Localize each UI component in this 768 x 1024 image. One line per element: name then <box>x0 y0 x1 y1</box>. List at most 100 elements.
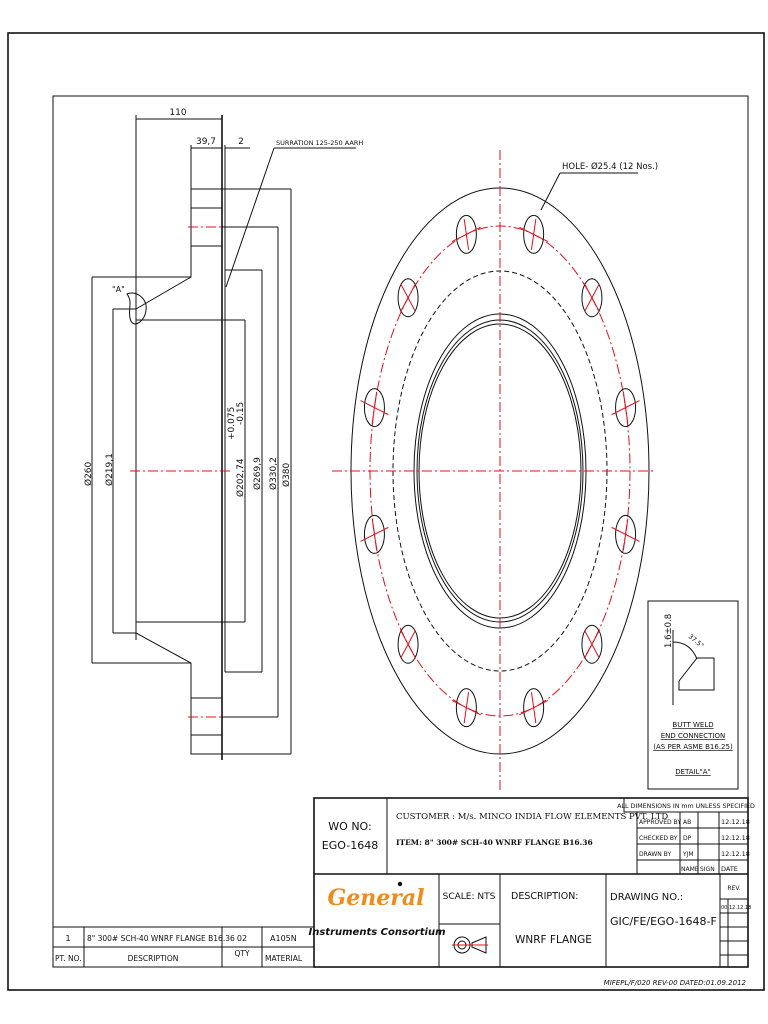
dim-flange-thickness: 39,7 <box>196 137 216 147</box>
hole-tangent-centerline <box>451 699 481 716</box>
role: CHECKED BY <box>639 835 678 842</box>
hole-tangent-centerline <box>622 518 629 551</box>
rev-label: REV. <box>727 885 740 892</box>
detail-line-3: (AS PER ASME B16.25) <box>653 743 733 751</box>
part-description: 8" 300# SCH-40 WNRF FLANGE B16.36 <box>87 934 235 943</box>
dimensions-note: ALL DIMENSIONS IN mm UNLESS SPECIFIED <box>617 803 755 810</box>
header-material: MATERIAL <box>265 954 303 963</box>
drawing-number: GIC/FE/EGO-1648-F <box>610 915 717 928</box>
bolt-hole-outline <box>455 214 477 254</box>
detail-a-marker <box>126 292 147 325</box>
detail-a-ref: "A" <box>112 285 125 294</box>
detail-line-2: END CONNECTION <box>661 732 726 740</box>
date: 12.12.18 <box>721 850 750 858</box>
approval-row-drawn: DRAWN BY YJM 12.12.18 <box>639 850 750 858</box>
hole-tangent-centerline <box>583 629 600 659</box>
dim-od: Ø380 <box>281 462 292 487</box>
hole-note: HOLE- Ø25.4 (12 Nos.) <box>562 161 658 172</box>
material: A105N <box>270 934 297 943</box>
bolt-hole-outline <box>581 624 603 664</box>
bolt-hole-outline <box>523 214 545 254</box>
hole-note-leader <box>540 172 561 211</box>
dim-bore-dia: Ø202,74 <box>235 458 246 497</box>
hole-tangent-centerline <box>519 699 549 716</box>
hole-tangent-centerline <box>371 391 378 424</box>
title-block: WO NO: EGO-1648 CUSTOMER : M/s. MINCO IN… <box>309 797 755 968</box>
wo-number: EGO-1648 <box>322 839 378 852</box>
rev-number: 00 <box>721 905 727 911</box>
dim-hub-dia: Ø260 <box>83 461 94 486</box>
role: APPROVED BY <box>639 819 681 826</box>
bolt-hole <box>611 388 640 428</box>
hole-tangent-centerline <box>622 391 629 424</box>
bolt-hole-outline <box>455 688 477 728</box>
surface-note-leader <box>225 147 275 288</box>
bolt-hole <box>519 688 549 728</box>
hole-tangent-centerline <box>400 283 417 313</box>
detail-line-1: BUTT WELD <box>672 721 713 729</box>
detail-title: DETAIL"A" <box>675 768 711 776</box>
bolt-hole-outline <box>581 278 603 318</box>
customer: CUSTOMER : M/s. MINCO INDIA FLOW ELEMENT… <box>396 812 668 822</box>
qty: 02 <box>237 934 247 943</box>
name: YJM <box>682 851 694 858</box>
bolt-hole-outline <box>363 514 385 554</box>
description-value: WNRF FLANGE <box>515 934 592 946</box>
description-label: DESCRIPTION: <box>511 891 579 902</box>
section-view: 110 39,7 2 SURRATION 125-250 AARH "A" Ø2… <box>83 108 363 760</box>
header-pt-no: PT. NO. <box>55 954 82 963</box>
dim-length: 110 <box>169 108 186 118</box>
hole-tangent-centerline <box>371 518 378 551</box>
bolt-hole <box>397 278 419 318</box>
date: 12.12.18 <box>721 818 750 826</box>
col-name: NAME <box>681 866 699 873</box>
approval-row-checked: CHECKED BY DP 12.12.18 <box>639 834 750 842</box>
hole-tangent-centerline <box>583 283 600 313</box>
outer-frame <box>7 32 765 991</box>
dim-weld-dia: Ø219,1 <box>104 453 115 486</box>
role: DRAWN BY <box>639 851 671 858</box>
scale: SCALE: NTS <box>443 892 496 902</box>
approval-row-approved: APPROVED BY AB 12.12.18 <box>639 818 750 826</box>
bolt-hole <box>451 688 481 728</box>
rev-date: 12.12.18 <box>729 905 751 911</box>
bolt-hole-outline <box>397 278 419 318</box>
name: AB <box>683 819 691 826</box>
dim-raised-face: 2 <box>238 137 244 147</box>
col-sign: SIGN <box>700 866 715 873</box>
dim-bore-tol-minus: -0.15 <box>236 402 246 425</box>
header-description: DESCRIPTION <box>128 954 179 963</box>
item: ITEM: 8" 300# SCH-40 WNRF FLANGE B16.36 <box>396 838 593 847</box>
drawing-no-label: DRAWING NO.: <box>610 892 683 903</box>
wo-label: WO NO: <box>328 820 371 833</box>
bolt-hole <box>581 278 603 318</box>
company-name: Instruments Consortium <box>309 927 446 938</box>
col-date: DATE <box>721 865 738 873</box>
logo-dot <box>397 881 403 887</box>
dim-pcd: Ø330,2 <box>268 457 279 490</box>
bolt-hole <box>397 624 419 664</box>
parts-row: 1 8" 300# SCH-40 WNRF FLANGE B16.36 02 A… <box>65 934 296 943</box>
bolt-hole <box>519 214 549 254</box>
form-footer: MIFEPL/F/020 REV-00 DATED:01.09.2012 <box>604 979 747 987</box>
company-logo: General <box>328 885 425 911</box>
flange-section-bottom <box>190 734 223 755</box>
dim-bore-tol-plus: +0.075 <box>227 407 237 440</box>
hub-section-top <box>135 245 223 321</box>
projection-symbol-icon <box>452 936 488 954</box>
bolt-hole-outline <box>363 388 385 428</box>
date: 12.12.18 <box>721 834 750 842</box>
hole-tangent-centerline <box>519 226 549 243</box>
bevel-section <box>678 657 715 691</box>
hole-tangent-centerline <box>400 629 417 659</box>
hole-tangent-centerline <box>451 226 481 243</box>
name: DP <box>683 835 692 842</box>
detail-land-dim: 1.6±0.8 <box>664 614 674 648</box>
hub-section-bottom <box>135 621 223 699</box>
bolt-hole-outline <box>615 514 637 554</box>
bolt-hole <box>360 388 389 428</box>
pt-no: 1 <box>65 934 70 943</box>
front-view: HOLE- Ø25.4 (12 Nos.) <box>332 150 658 790</box>
bolt-hole <box>611 514 640 554</box>
